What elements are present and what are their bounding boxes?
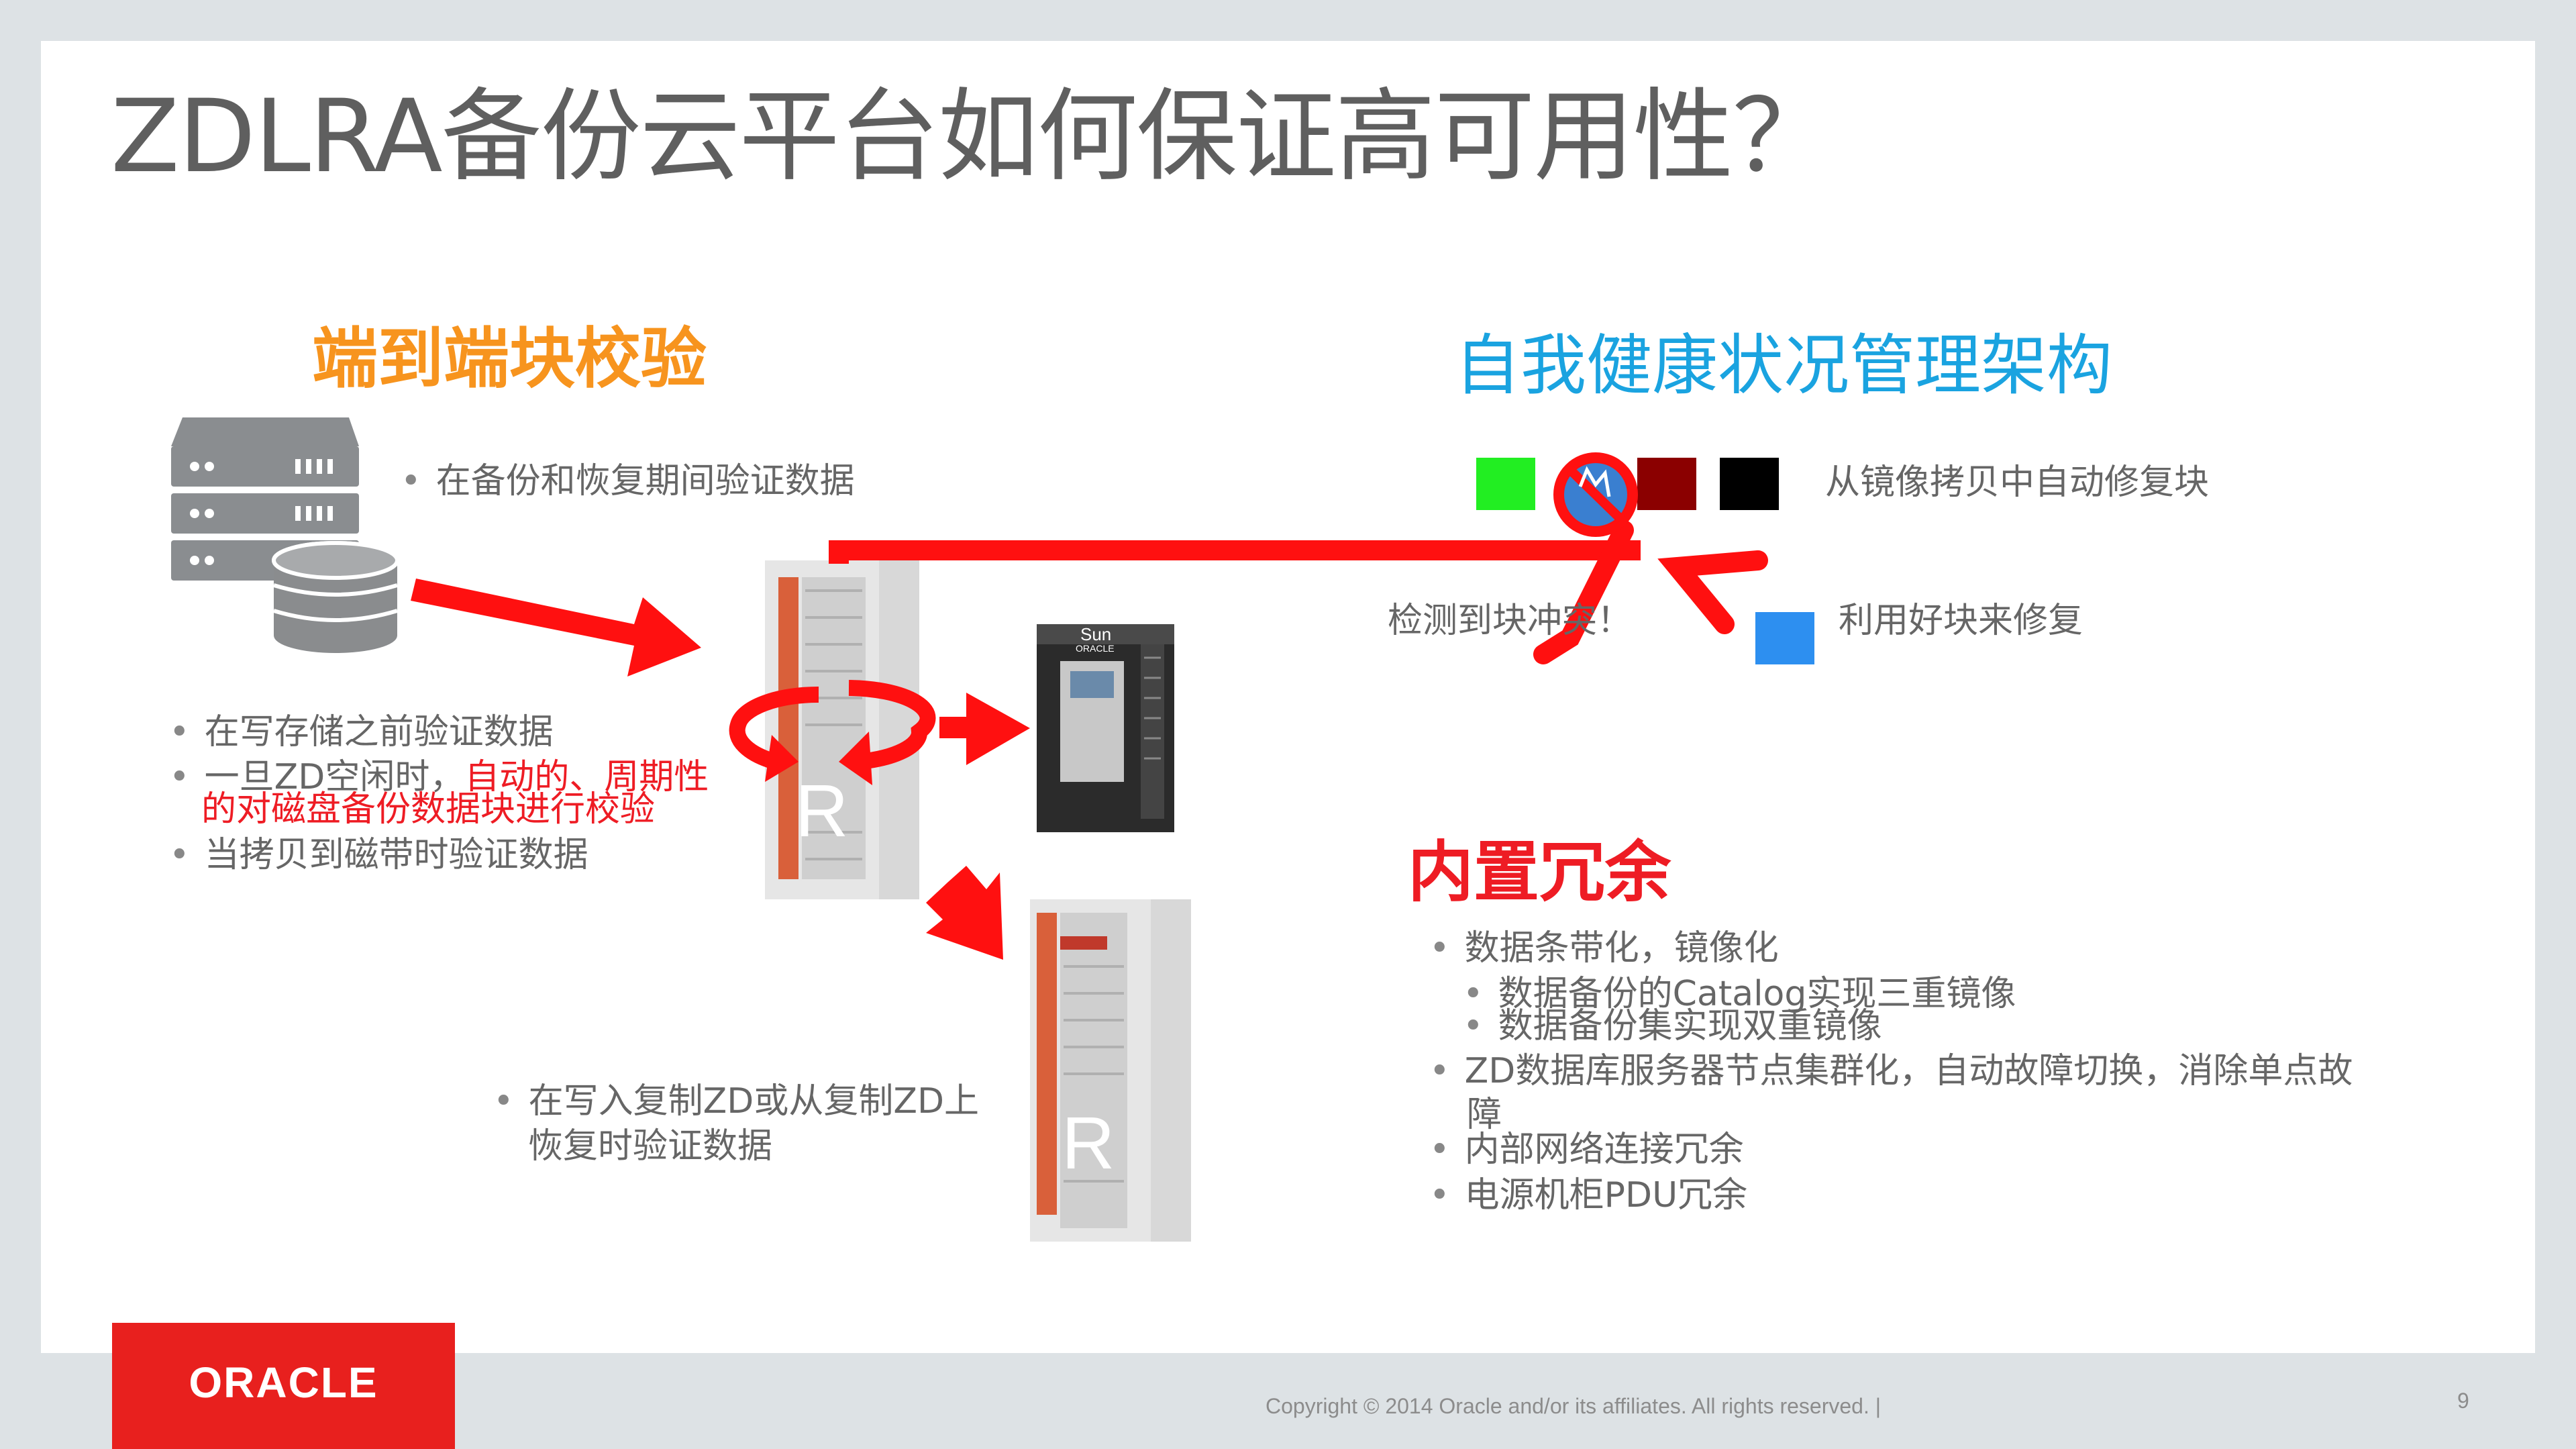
red-arrows [411,579,1030,960]
corruption-forbidden-icon [1553,452,1638,537]
redundancy-item-2: •数据备份的Catalog实现三重镜像 [1463,974,2016,1014]
checksum-bullet-top: •在备份和恢复期间验证数据 [401,461,855,501]
page-number: 9 [2457,1389,2469,1413]
zdlra-rack-primary [765,560,919,899]
health-heading: 自我健康状况管理架构 [1455,328,2113,404]
detect-label: 检测到块冲突！ [1388,601,1633,641]
repair-flow-arrow [829,540,1641,564]
checksum-bullet-3: •当拷贝到磁带时验证数据 [169,835,588,875]
page-title: ZDLRA备份云平台如何保证高可用性？ [111,79,1833,195]
tape-library [1037,624,1174,832]
checksum-heading: 端到端块校验 [312,321,707,397]
good-block-green [1476,458,1535,510]
validation-cycle-arrowheads [765,732,872,785]
tape-brand-label: Sun [1080,624,1112,644]
redundancy-item-4-cont: 障 [1467,1095,1502,1135]
redundancy-item-4: •ZD数据库服务器节点集群化，自动故障切换，消除单点故 [1429,1051,2353,1091]
slide [41,41,2535,1353]
redundancy-item-6: •电源机柜PDU冗余 [1429,1175,1748,1215]
database-icon [272,541,399,653]
redundancy-item-5: •内部网络连接冗余 [1429,1130,1744,1170]
replica-bullet-cont: 恢复时验证数据 [528,1126,773,1166]
checksum-bullet-2-cont: 的对磁盘备份数据块进行校验 [201,789,656,830]
zdlra-rack-replica [1030,899,1191,1242]
rack-letter-primary: R [795,770,849,852]
redundancy-item-3: •数据备份集实现双重镜像 [1463,1006,1882,1046]
tape-sub-label: ORACLE [1076,643,1115,654]
repair-label: 从镜像拷贝中自动修复块 [1825,462,2210,503]
good-block-label: 利用好块来修复 [1839,601,2083,641]
redundancy-item-1: •数据条带化，镜像化 [1429,928,1779,968]
good-block-blue [1755,612,1814,664]
oracle-logo-box: ORACLE [112,1323,455,1449]
checksum-bullet-1: •在写存储之前验证数据 [169,712,554,752]
copyright-text: Copyright © 2014 Oracle and/or its affil… [1266,1394,1882,1418]
rack-letter-replica: R [1062,1102,1115,1185]
corrupt-block-darkred [1637,458,1696,510]
detect-arrow [1533,520,1768,664]
checksum-bullet-2: •一旦ZD空闲时，自动的、周期性 [169,757,709,797]
validation-cycle-icon [729,680,936,770]
block-black [1720,458,1779,510]
redundancy-heading: 内置冗余 [1408,834,1671,911]
oracle-logo: ORACLE [189,1358,378,1407]
replica-bullet: •在写入复制ZD或从复制ZD上 [493,1081,980,1121]
